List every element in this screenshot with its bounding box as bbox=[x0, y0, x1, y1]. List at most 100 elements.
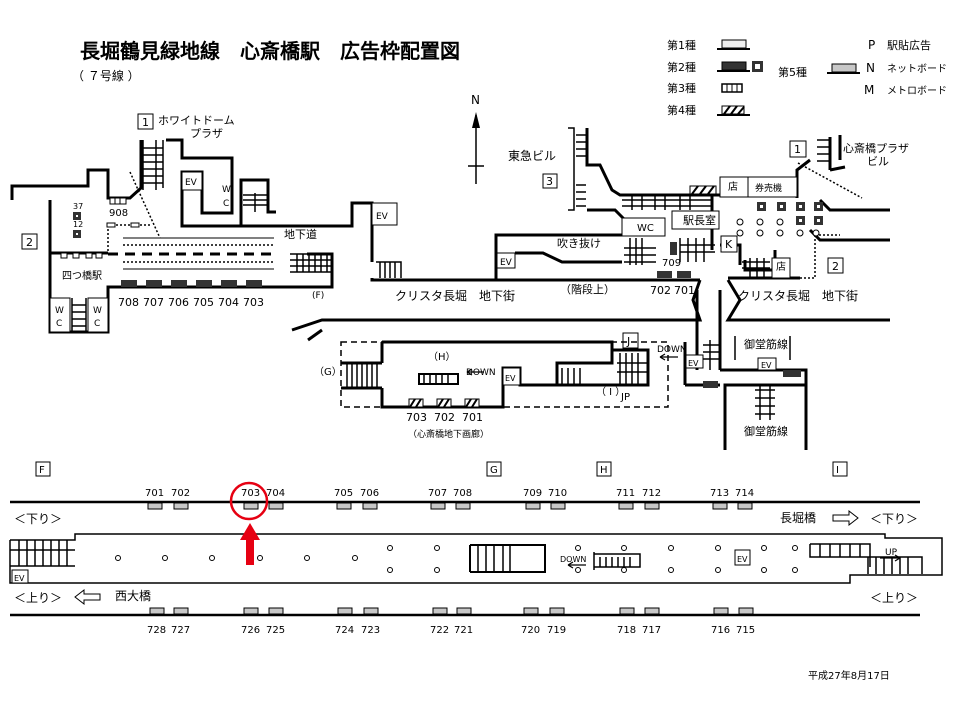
marker-j: J bbox=[626, 335, 630, 348]
platform-ad-label-707: 707 bbox=[428, 488, 447, 499]
gallery-ad-label-701: 701 bbox=[462, 411, 483, 424]
type4-ad-icon bbox=[689, 185, 717, 195]
stairs-icon bbox=[142, 140, 164, 190]
platform-ad-slot-717 bbox=[644, 607, 660, 615]
pillar bbox=[792, 567, 798, 573]
gallery-ad-label-702: 702 bbox=[434, 411, 455, 424]
nishiohashi-label: 西大橋 bbox=[115, 589, 151, 603]
legend-m-label: メトロボード bbox=[887, 85, 947, 97]
exit-1-left-number: 1 bbox=[142, 116, 149, 129]
pillar bbox=[756, 218, 764, 226]
stairs-up-label: （階段上） bbox=[560, 282, 615, 296]
crysta-nagahori-right-label: クリスタ長堀 地下街 bbox=[738, 288, 858, 303]
platform-ad-slot-721 bbox=[456, 607, 472, 615]
exit-2-right-number: 2 bbox=[832, 260, 839, 273]
wc-box bbox=[49, 297, 71, 333]
arrow-left-icon bbox=[74, 588, 101, 606]
marker-k: K bbox=[725, 238, 733, 251]
ad-702-label: 702 bbox=[650, 284, 671, 297]
ticket-machine-box bbox=[747, 176, 798, 198]
platform-ad-slot-723 bbox=[363, 607, 379, 615]
pillar bbox=[736, 229, 744, 237]
platform-ad-label-719: 719 bbox=[547, 625, 566, 636]
arrow-right-icon bbox=[832, 509, 859, 527]
pillar bbox=[209, 555, 215, 561]
type2-ad-grid bbox=[736, 202, 823, 237]
north-label: N bbox=[471, 93, 480, 107]
elevator-box bbox=[502, 367, 521, 386]
ad-label-707: 707 bbox=[143, 296, 164, 309]
platform-ad-slot-716 bbox=[713, 607, 729, 615]
highlight-circle bbox=[229, 481, 269, 521]
platform-marker-H: H bbox=[600, 465, 608, 476]
type1-icon bbox=[717, 39, 750, 50]
ad-701-label: 701 bbox=[674, 284, 695, 297]
type3-icon bbox=[721, 83, 743, 93]
ad-label-705: 705 bbox=[193, 296, 214, 309]
platform-ad-slot-705 bbox=[336, 502, 352, 510]
wc-w-label: W bbox=[222, 185, 231, 195]
arrow-right-icon bbox=[880, 554, 901, 562]
platform-ad-label-708: 708 bbox=[453, 488, 472, 499]
ad-slot-707 bbox=[146, 280, 162, 287]
platform-ad-label-705: 705 bbox=[334, 488, 353, 499]
legend-type3: 第3種 bbox=[667, 81, 696, 95]
platform-ad-label-723: 723 bbox=[361, 625, 380, 636]
wc-box bbox=[621, 217, 666, 237]
platform-ad-label-728: 728 bbox=[147, 625, 166, 636]
ad-slot-705 bbox=[196, 280, 212, 287]
ev-label: EV bbox=[185, 178, 198, 188]
marker-j-badge bbox=[622, 332, 639, 349]
platform-ad-slot-715 bbox=[738, 607, 754, 615]
platform-ad-label-727: 727 bbox=[171, 625, 190, 636]
marker-h: （H） bbox=[428, 351, 456, 363]
shop-label: 店 bbox=[776, 260, 786, 273]
platform-ad-label-720: 720 bbox=[521, 625, 540, 636]
legend-n-label: ネットボード bbox=[887, 63, 947, 75]
platform-ad-label-718: 718 bbox=[617, 625, 636, 636]
stairs-icon bbox=[10, 540, 923, 574]
platform-ad-slot-702 bbox=[173, 502, 189, 510]
up-direction-label-right: ＜上り＞ bbox=[870, 591, 918, 605]
platform-marker-badge bbox=[596, 461, 612, 477]
ev-label: EV bbox=[737, 555, 748, 564]
gallery-caption: （心斎橋地下画廊） bbox=[408, 428, 489, 440]
exit-1-left-badge bbox=[137, 113, 154, 130]
platform-ad-label-715: 715 bbox=[736, 625, 755, 636]
exit-1-right-badge bbox=[789, 140, 807, 158]
platform-ad-label-711: 711 bbox=[616, 488, 635, 499]
legend-type2: 第2種 bbox=[667, 60, 696, 74]
ad-slot-703 bbox=[246, 280, 262, 287]
pillar bbox=[162, 555, 168, 561]
arrow-left-icon bbox=[567, 561, 586, 569]
arrow-left-icon bbox=[659, 353, 678, 361]
platform-ad-slot-722 bbox=[432, 607, 448, 615]
platform-ad-slot-712 bbox=[644, 502, 660, 510]
pillar bbox=[621, 567, 627, 573]
platform-marker-G: G bbox=[490, 465, 498, 476]
exit-3-badge bbox=[542, 173, 558, 189]
exit-2-right-badge bbox=[827, 257, 844, 274]
platform-ad-label-721: 721 bbox=[454, 625, 473, 636]
ad-label-703: 703 bbox=[243, 296, 264, 309]
pillar bbox=[796, 229, 804, 237]
marker-f: (F) bbox=[312, 291, 324, 301]
pillar bbox=[812, 229, 820, 237]
platform-ad-label-726: 726 bbox=[241, 625, 260, 636]
pillar bbox=[761, 567, 767, 573]
pillar bbox=[776, 229, 784, 237]
platform-ad-label-713: 713 bbox=[710, 488, 729, 499]
ad-12-icon bbox=[73, 230, 81, 238]
legend-p-label: 駅貼広告 bbox=[887, 38, 931, 52]
platform-ad-slot-709 bbox=[525, 502, 541, 510]
platform-ad-label-722: 722 bbox=[430, 625, 449, 636]
exit-2-left-badge bbox=[21, 233, 38, 250]
down-direction-label-left: ＜下り＞ bbox=[14, 512, 62, 526]
exit-1-right-number: 1 bbox=[794, 143, 801, 156]
gallery-ad-slot-701 bbox=[464, 398, 480, 408]
ticket-machine-label: 券売機 bbox=[755, 182, 782, 194]
type2-icon bbox=[717, 61, 763, 72]
ad-slot-706 bbox=[171, 280, 187, 287]
wc-w-label: W bbox=[93, 306, 102, 316]
